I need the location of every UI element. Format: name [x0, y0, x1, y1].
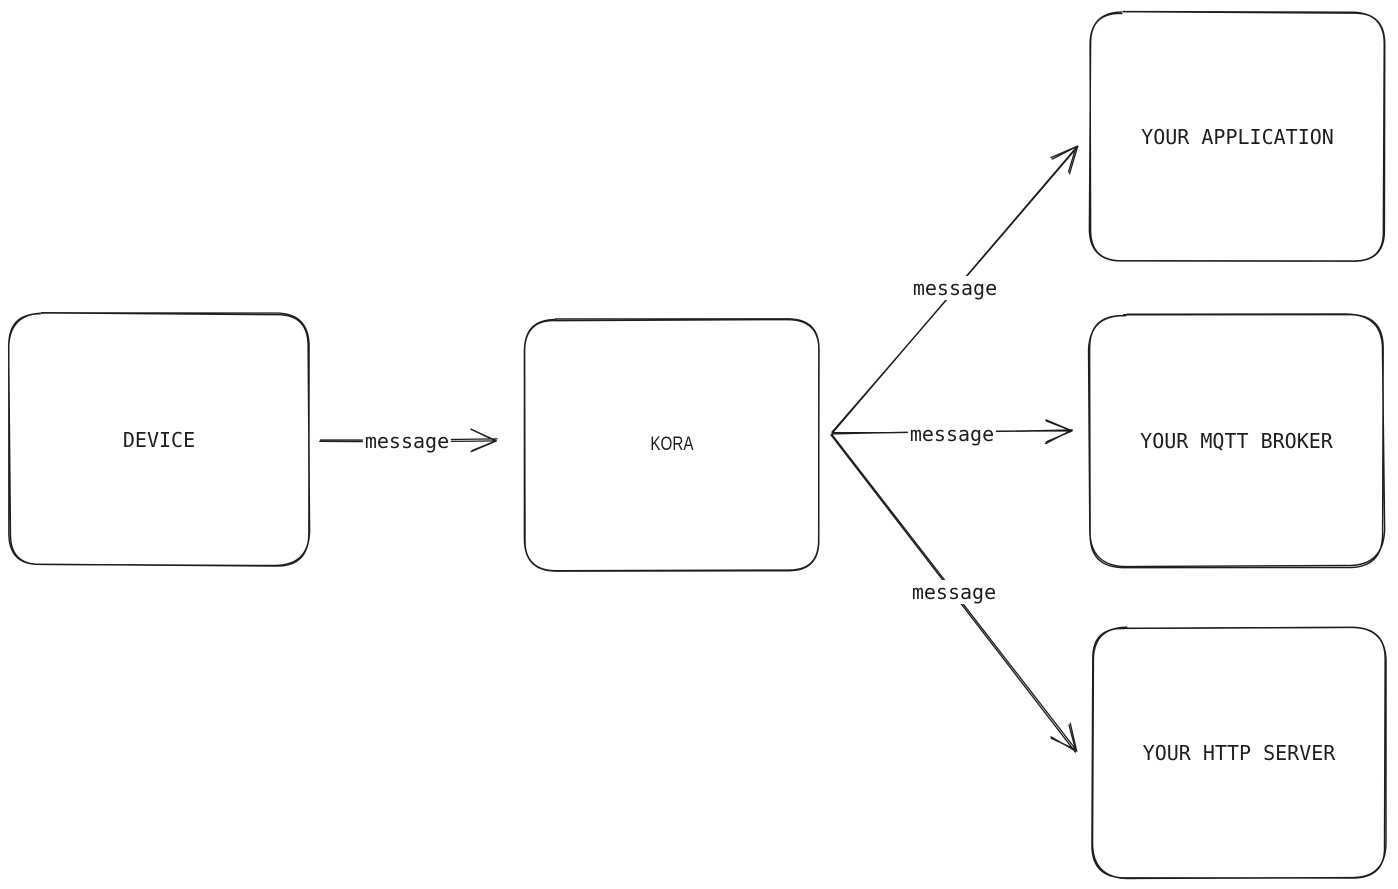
node-label-your-mqtt-broker: YOUR MQTT BROKER	[1140, 428, 1333, 453]
node-outline	[7, 312, 311, 567]
node-label-device: DEVICE	[122, 427, 196, 452]
node-kora: KORA	[523, 318, 821, 572]
node-label-kora: KORA	[650, 433, 694, 455]
node-outline	[1088, 10, 1386, 262]
edge-label-kora-mqtt-broker: message	[907, 422, 997, 446]
node-your-application: YOUR APPLICATION	[1088, 10, 1386, 263]
edge-label-device-kora: message	[362, 429, 452, 453]
node-outline	[1087, 313, 1386, 569]
node-outline	[1091, 626, 1387, 880]
node-your-http-server: YOUR HTTP SERVER	[1091, 626, 1387, 880]
node-outline	[523, 318, 820, 572]
node-your-mqtt-broker: YOUR MQTT BROKER	[1087, 313, 1386, 569]
edge-label-kora-http-server: message	[909, 580, 999, 604]
node-device: DEVICE	[7, 312, 311, 567]
node-label-your-application: YOUR APPLICATION	[1141, 125, 1334, 149]
node-label-your-http-server: YOUR HTTP SERVER	[1142, 740, 1336, 765]
edge-label-kora-application: message	[910, 276, 1000, 300]
